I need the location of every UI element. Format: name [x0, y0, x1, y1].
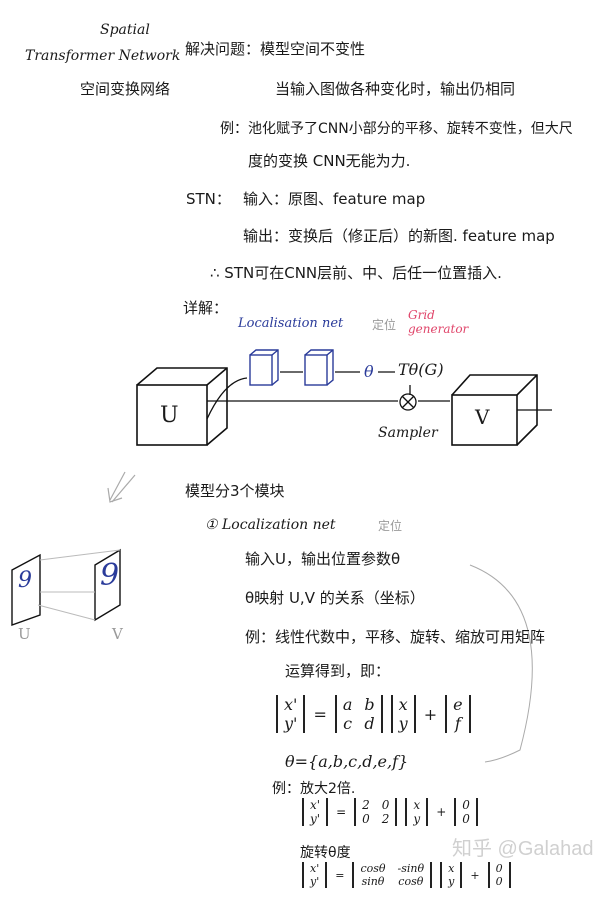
modules-heading: 模型分3个模块 — [185, 482, 285, 500]
side-figure-u-v — [11, 548, 533, 763]
scale-example: 例：放大2倍. — [272, 781, 356, 797]
output-cube-v — [451, 374, 538, 446]
sampler-label: Sampler — [378, 425, 438, 441]
input-cube-u — [136, 367, 228, 446]
corrected-digit: 9 — [100, 558, 120, 593]
example-line2: 度的变换 CNN无能为力. — [248, 152, 411, 170]
v-label: V — [475, 405, 490, 429]
line-example2: 运算得到，即： — [285, 662, 391, 680]
problem-detail: 当输入图做各种变化时，输出仍相同 — [275, 80, 516, 98]
line-example1: 例：线性代数中，平移、旋转、缩放可用矩阵 — [245, 628, 546, 646]
localisation-net-layers — [249, 349, 334, 386]
loc-net-cn-label: 定位 — [372, 318, 397, 332]
theta-set: θ={a,b,c,d,e,f} — [285, 752, 409, 771]
down-arrow-icon — [107, 471, 136, 503]
transform-label: Tθ(G) — [398, 360, 444, 379]
conclusion: ∴ STN可在CNN层前、中、后任一位置插入. — [210, 264, 502, 282]
side-v-label: V — [112, 625, 123, 643]
line-input: 输入U，输出位置参数θ — [245, 550, 401, 568]
module-item1: ① Localization net — [205, 517, 336, 533]
rotate-example: 旋转θ度 — [300, 845, 351, 861]
stn-input: 输入：原图、feature map — [243, 190, 426, 208]
module-item1-cn: 定位 — [378, 519, 403, 533]
line-map: θ映射 U,V 的关系（坐标） — [245, 589, 425, 607]
problem: 解决问题：模型空间不变性 — [185, 40, 366, 58]
loc-net-label: Localisation net — [238, 316, 344, 331]
details-label: 详解： — [183, 299, 229, 317]
flow-arrows — [206, 371, 552, 420]
stn-label: STN： — [186, 190, 231, 208]
u-label: U — [160, 403, 179, 428]
watermark: 知乎 @Galahad — [452, 838, 594, 860]
title-line1: Spatial — [100, 22, 150, 38]
stn-output: 输出：变换后（修正后）的新图. feature map — [243, 227, 555, 245]
title-line3: 空间变换网络 — [80, 80, 171, 98]
theta-label: θ — [364, 362, 374, 381]
distorted-digit: 9 — [18, 568, 32, 593]
side-u-label: U — [18, 625, 31, 643]
example-line1: 例：池化赋予了CNN小部分的平移、旋转不变性，但大尺 — [220, 121, 573, 137]
title-line2: Transformer Network — [25, 48, 181, 64]
grid-generator-label: Grid generator — [408, 308, 469, 336]
